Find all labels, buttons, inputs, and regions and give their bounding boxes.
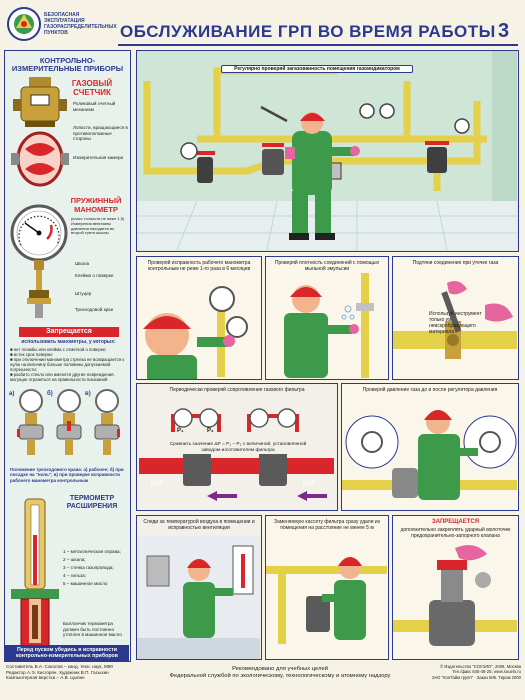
sheet-number: 3 bbox=[498, 20, 510, 42]
instruments-column: КОНТРОЛЬНО-ИЗМЕРИТЕЛЬНЫЕ ПРИБОРЫ Газовый… bbox=[4, 50, 131, 662]
hammer-illustration bbox=[393, 545, 517, 646]
thermo-label-4: 4 – гильза; bbox=[63, 573, 86, 578]
valve-caption: Положение трехходового крана: а) рабочее… bbox=[10, 467, 124, 483]
gas-label-2: ГАЗ bbox=[303, 481, 315, 487]
instruments-title: КОНТРОЛЬНО-ИЗМЕРИТЕЛЬНЫЕ ПРИБОРЫ bbox=[11, 56, 124, 73]
cassette-caption: Заменяемую кассету фильтра сразу удали и… bbox=[274, 519, 380, 531]
panel-hammer: ЗАПРЕЩАЕТСЯ дополнительно закреплять уда… bbox=[392, 515, 519, 660]
manometer-check-illustration bbox=[143, 286, 248, 379]
filter-illustration bbox=[139, 408, 334, 501]
valve-label-a: а) bbox=[9, 391, 15, 397]
thermo-label-5: 5 – машинное масло bbox=[63, 581, 108, 586]
list-item: ■ истек срок поверки; bbox=[10, 352, 53, 357]
manometer-title: Пружинный манометр bbox=[70, 196, 122, 214]
p1-label: P₁ bbox=[177, 428, 184, 434]
gas-meter-icon bbox=[11, 77, 69, 187]
hammer-prohibited-title: ЗАПРЕЩАЕТСЯ bbox=[431, 519, 480, 525]
filter-caption: Периодически проверяй сопротивление газо… bbox=[169, 387, 305, 393]
manometer-note: (класс точности не ниже 1,5) Измерения в… bbox=[71, 216, 125, 236]
gas-meter-label-2: Лопасти, вращающиеся в противоположные с… bbox=[73, 125, 128, 141]
credit-2: Редактор А.Э. Кисгорян. Художник В.П. Га… bbox=[6, 669, 109, 675]
thermo-caption: Баллончик термометра должен быть постоян… bbox=[63, 621, 122, 637]
list-item: ■ при отключении манометра стрелка не во… bbox=[10, 357, 125, 372]
thermometer-icon bbox=[11, 498, 59, 648]
list-item: ■ нет пломбы или клейма с отметкой о пов… bbox=[10, 347, 107, 352]
footer: Составитель В.А. Соколов – канд. техн. н… bbox=[0, 664, 525, 700]
temperature-caption: Следи за температурой воздуха в помещени… bbox=[143, 519, 255, 531]
temperature-illustration bbox=[137, 536, 260, 659]
cassette-illustration bbox=[266, 557, 387, 644]
prohibited-band: Запрещается bbox=[19, 327, 119, 337]
footer-publisher: © Издательство "СОУЭЛО", 2008, Москва Те… bbox=[405, 664, 521, 680]
publisher-2: Тел./факс 645-48-25; www.souelo.ru bbox=[452, 669, 521, 675]
soap-check-illustration bbox=[284, 273, 374, 378]
tighten-illustration bbox=[393, 281, 517, 359]
panel-caption-3: Подтяни соединение при утечке газа bbox=[412, 260, 499, 266]
prohibited-intro: использовать манометры, у которых: bbox=[21, 339, 116, 345]
page-title: ОБСЛУЖИВАНИЕ ГРП ВО ВРЕМЯ РАБОТЫ bbox=[120, 22, 496, 41]
regulator-caption: Проверяй давление газа до и после регуля… bbox=[362, 387, 498, 393]
valve-label-c: в) bbox=[85, 391, 91, 397]
gas-meter-label-3: Измерительная камера bbox=[73, 155, 124, 160]
manometer-label-3: Штуцер bbox=[75, 291, 92, 296]
gas-meter-title: Газовый счетчик bbox=[71, 79, 113, 97]
org-name: Безопасная эксплуатация газораспределите… bbox=[44, 12, 117, 36]
prohibited-item-2: истек срок поверки; bbox=[13, 352, 53, 357]
filter-formula: Сравнить значение ΔP = P₁ − P₂ с величин… bbox=[167, 442, 309, 454]
thermo-label-3: 3 – стенка газопровода; bbox=[63, 565, 114, 570]
room-panel: Регулярно проверяй загазованность помеще… bbox=[136, 50, 519, 252]
gas-label-1: ГАЗ bbox=[151, 481, 163, 487]
logo-icon bbox=[7, 7, 41, 41]
recommend-line-2: Федеральной службой по экологическому, т… bbox=[169, 673, 391, 679]
credit-1: Составитель В.А. Соколов – канд. техн. н… bbox=[6, 664, 113, 669]
manometer-icon bbox=[10, 204, 68, 318]
manometer-label-1: Шкала bbox=[75, 261, 90, 266]
credit-3: Компьютерная верстка – А.В. Цыпин bbox=[6, 675, 85, 681]
panel-cassette: Заменяемую кассету фильтра сразу удали и… bbox=[265, 515, 389, 660]
header: Безопасная эксплуатация газораспределите… bbox=[0, 0, 525, 50]
prohibited-list: ■ нет пломбы или клейма с отметкой о пов… bbox=[10, 347, 127, 382]
thermometer-title: Термометр расширения bbox=[66, 495, 118, 510]
p2-label: P₂ bbox=[207, 428, 214, 434]
panel-manometer-check: Проверяй исправность рабочего манометра … bbox=[136, 256, 262, 380]
panel-regulator: Проверяй давление газа до и после регуля… bbox=[341, 383, 519, 511]
panel-soap-check: Проверяй плотность соединений с помощью … bbox=[265, 256, 389, 380]
panel-caption-1: Проверяй исправность рабочего манометра … bbox=[147, 260, 251, 272]
prohibited-item-3: при отключении манометра стрелка не возв… bbox=[10, 357, 125, 372]
three-way-valve-icon bbox=[17, 389, 120, 455]
panel-temperature: Следи за температурой воздуха в помещени… bbox=[136, 515, 262, 660]
bottom-band: Перед пуском убедись в исправности контр… bbox=[5, 645, 129, 661]
thermo-label-1: 1 – металлическая оправа; bbox=[63, 549, 121, 554]
regulator-illustration bbox=[342, 410, 517, 500]
recommend-line-1: Рекомендовано для учебных целей bbox=[232, 666, 328, 672]
manometer-label-4: Трехходовой кран bbox=[75, 307, 114, 312]
tool-note: Используй инструмент только из неискробр… bbox=[429, 311, 482, 335]
manometer-label-2: Клеймо о поверке bbox=[75, 273, 114, 278]
panel-tighten: Подтяни соединение при утечке газа Испол… bbox=[392, 256, 519, 380]
valve-label-b: б) bbox=[47, 391, 53, 397]
publisher-1: © Издательство "СОУЭЛО", 2008, Москва bbox=[440, 664, 521, 669]
footer-center: Рекомендовано для учебных целей Федераль… bbox=[160, 666, 400, 680]
publisher-3: ЗАО "КонТайм групп" · Заказ 505. Тираж 2… bbox=[431, 674, 521, 680]
room-caption: Регулярно проверяй загазованность помеще… bbox=[221, 65, 413, 73]
prohibited-item-1: нет пломбы или клейма с отметкой о повер… bbox=[13, 347, 107, 352]
panel-filter: Периодически проверяй сопротивление газо… bbox=[136, 383, 338, 511]
list-item: ■ разбито стекло или имеются другие повр… bbox=[10, 372, 115, 382]
hammer-prohibited-text: дополнительно закреплять ударный молоточ… bbox=[400, 527, 511, 539]
prohibited-item-4: разбито стекло или имеются другие повреж… bbox=[10, 372, 115, 382]
room-illustration bbox=[137, 51, 517, 250]
title-rule bbox=[118, 44, 518, 46]
thermo-label-2: 2 – шкала; bbox=[63, 557, 86, 562]
gas-meter-label-1: Роликовый счетный механизм bbox=[73, 101, 116, 112]
panel-caption-2: Проверяй плотность соединений с помощью … bbox=[274, 260, 380, 272]
footer-credits: Составитель В.А. Соколов – канд. техн. н… bbox=[6, 664, 166, 681]
